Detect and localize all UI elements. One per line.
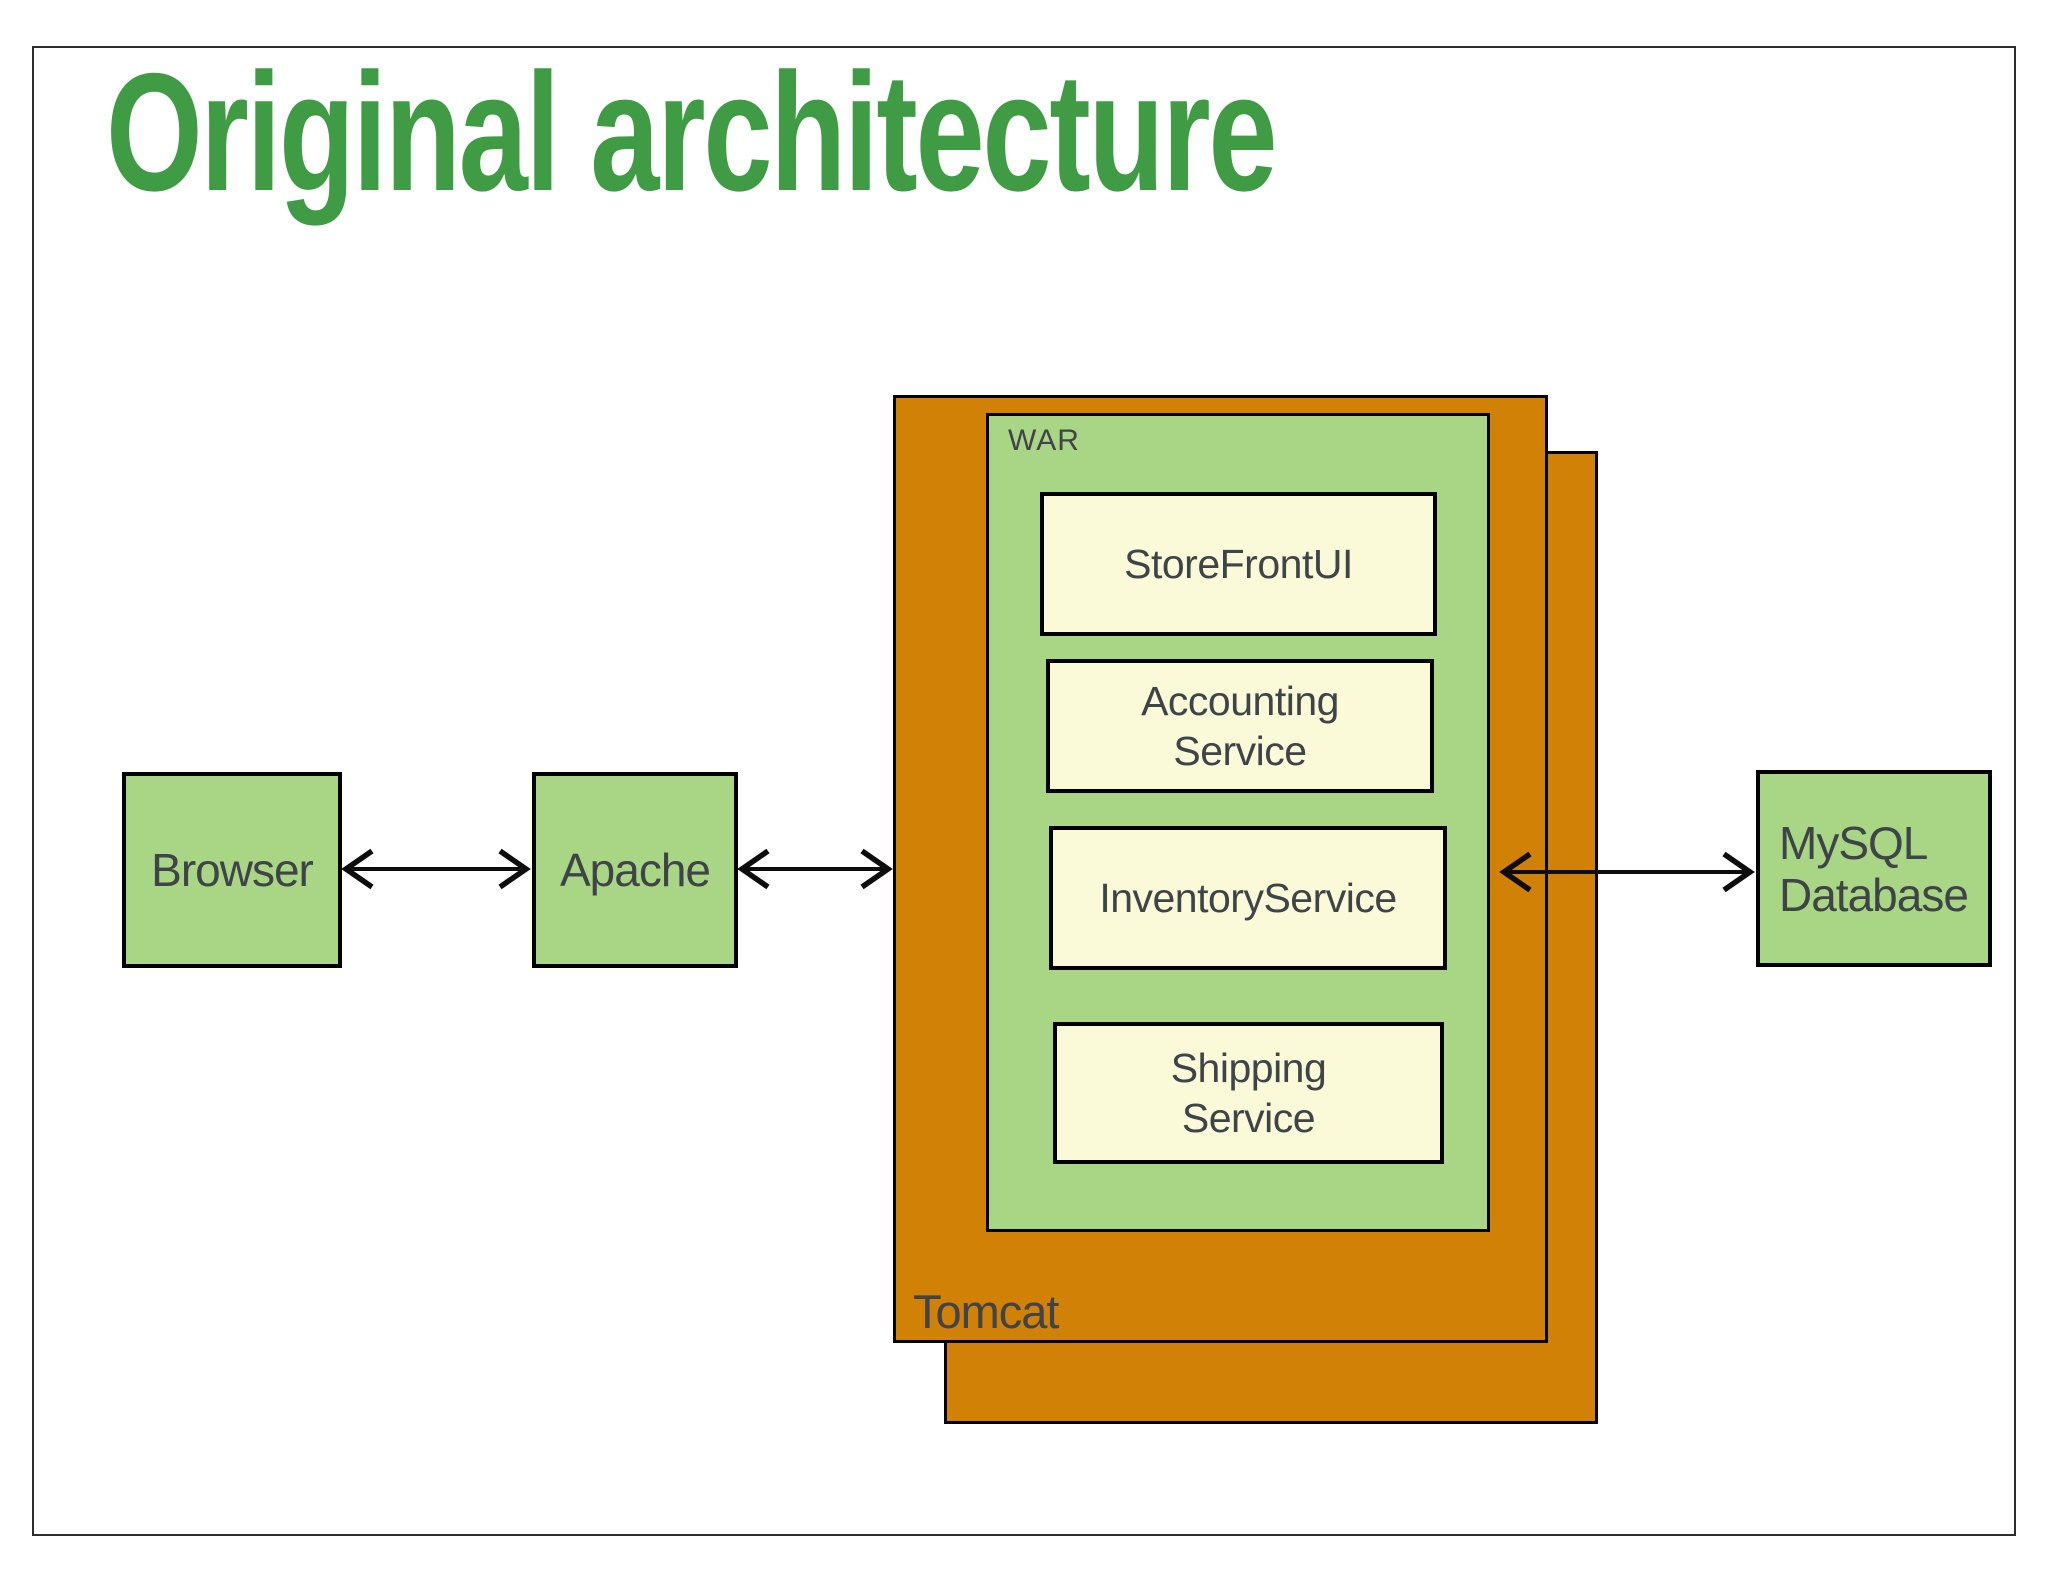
module-accounting-service: Accounting Service	[1046, 659, 1434, 793]
node-mysql-database: MySQL Database	[1756, 770, 1992, 967]
node-apache: Apache	[532, 772, 738, 968]
module-shipping-service: Shipping Service	[1053, 1022, 1444, 1164]
war-label: WAR	[1008, 424, 1080, 457]
module-storefrontui: StoreFrontUI	[1040, 492, 1437, 636]
node-browser-label: Browser	[151, 844, 314, 896]
node-browser: Browser	[122, 772, 342, 968]
slide-title: Original architecture	[106, 38, 1278, 226]
module-inventoryservice: InventoryService	[1049, 826, 1447, 970]
tomcat-label: Tomcat	[913, 1285, 1059, 1338]
node-apache-label: Apache	[559, 844, 711, 896]
node-mysql-label: MySQL Database	[1779, 816, 1969, 921]
